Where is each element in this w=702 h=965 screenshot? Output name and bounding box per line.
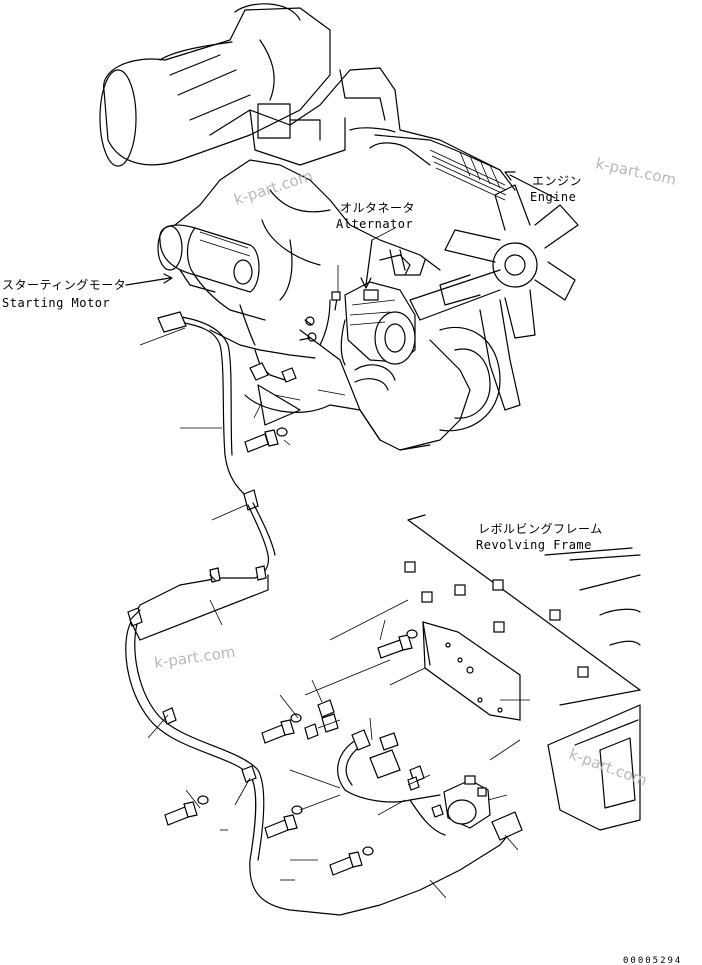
revolving-frame-label-jp: レボルビングフレーム	[478, 522, 603, 536]
label-arrows	[125, 171, 556, 289]
clamp-brackets	[129, 384, 301, 641]
battery-relay-illustration	[443, 775, 491, 829]
drawing-number: 00005294	[623, 956, 682, 965]
watermark-1: k-part.com	[232, 166, 315, 208]
alternator-label-jp: オルタネータ	[340, 201, 415, 215]
connector-assembly-illustration	[304, 699, 444, 818]
revolving-frame-label-en: Revolving Frame	[476, 538, 592, 552]
watermark-2: k-part.com	[594, 154, 678, 189]
leader-lines	[139, 227, 530, 899]
alternator-illustration	[344, 281, 416, 365]
starting-motor-label-jp: スターティングモータ	[2, 278, 126, 292]
watermark-4: k-part.com	[567, 745, 650, 790]
starting-motor-label-en: Starting Motor	[2, 296, 110, 310]
starting-motor-illustration	[157, 224, 260, 293]
revolving-frame-illustration	[404, 514, 641, 831]
wiring-harness	[125, 291, 523, 916]
watermark-3: k-part.com	[153, 643, 236, 672]
fan-illustration	[409, 184, 579, 411]
engine-label-jp: エンジン	[532, 174, 582, 188]
bracket-plate-illustration	[422, 621, 521, 721]
engine-illustration	[99, 3, 579, 451]
fasteners-illustration	[164, 427, 418, 876]
alternator-label-en: Alternator	[336, 217, 413, 231]
engine-label-en: Engine	[530, 190, 576, 204]
